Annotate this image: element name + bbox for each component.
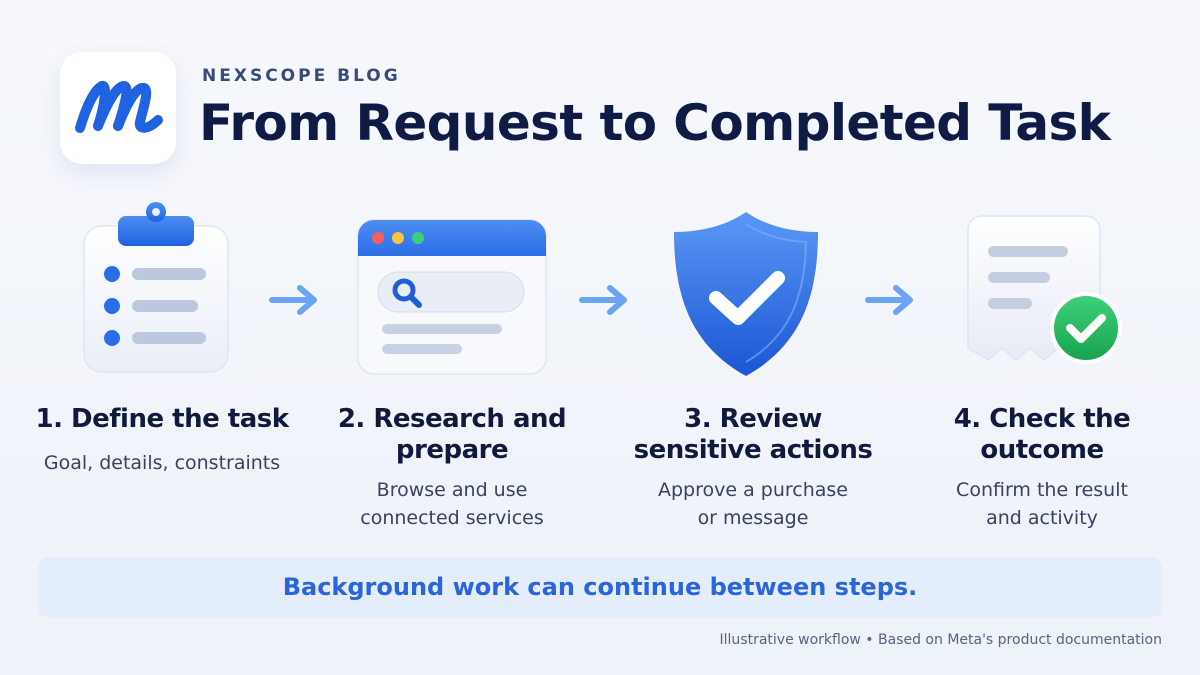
shield-check-icon [668,208,824,384]
step-1-description: Goal, details, constraints [32,449,292,477]
logo-m-icon [75,81,163,133]
step-3-title: 3. Review sensitive actions [623,404,883,466]
arrow-right-icon [578,284,632,320]
arrow-right-icon [268,284,322,320]
browser-search-icon [356,218,550,382]
step-desc-line: Approve a purchase [657,479,848,501]
step-3-description: Approve a purchase or message [623,476,883,532]
step-desc-line: connected services [360,507,544,529]
step-title-line: 4. Check the [953,404,1131,434]
step-desc-line: and activity [986,507,1098,529]
receipt-check-icon [962,212,1126,376]
step-desc-line: Confirm the result [956,479,1128,501]
step-2-title: 2. Research and prepare [322,404,582,466]
banner-text: Background work can continue between ste… [282,573,918,601]
step-title-line: 3. Review [684,404,822,434]
step-title-line: 1. Define the task [35,404,289,434]
blog-logo [60,52,176,164]
step-desc-line: Goal, details, constraints [43,452,281,474]
step-2-description: Browse and use connected services [322,476,582,532]
step-title-line: 2. Research and [337,404,567,434]
source-footnote: Illustrative workflow • Based on Meta's … [719,632,1163,648]
step-4-title: 4. Check the outcome [912,404,1172,466]
step-4-description: Confirm the result and activity [912,476,1172,532]
step-desc-line: or message [697,507,809,529]
blog-eyebrow: NEXSCOPE BLOG [202,66,401,86]
step-title-line: prepare [395,435,509,465]
step-title-line: outcome [980,435,1104,465]
background-work-banner: Background work can continue between ste… [38,557,1162,617]
step-1-title: 1. Define the task [32,404,292,435]
clipboard-list-icon [80,198,232,382]
step-title-line: sensitive actions [633,435,873,465]
arrow-right-icon [864,284,918,320]
page-title: From Request to Completed Task [199,94,1111,152]
step-desc-line: Browse and use [376,479,528,501]
